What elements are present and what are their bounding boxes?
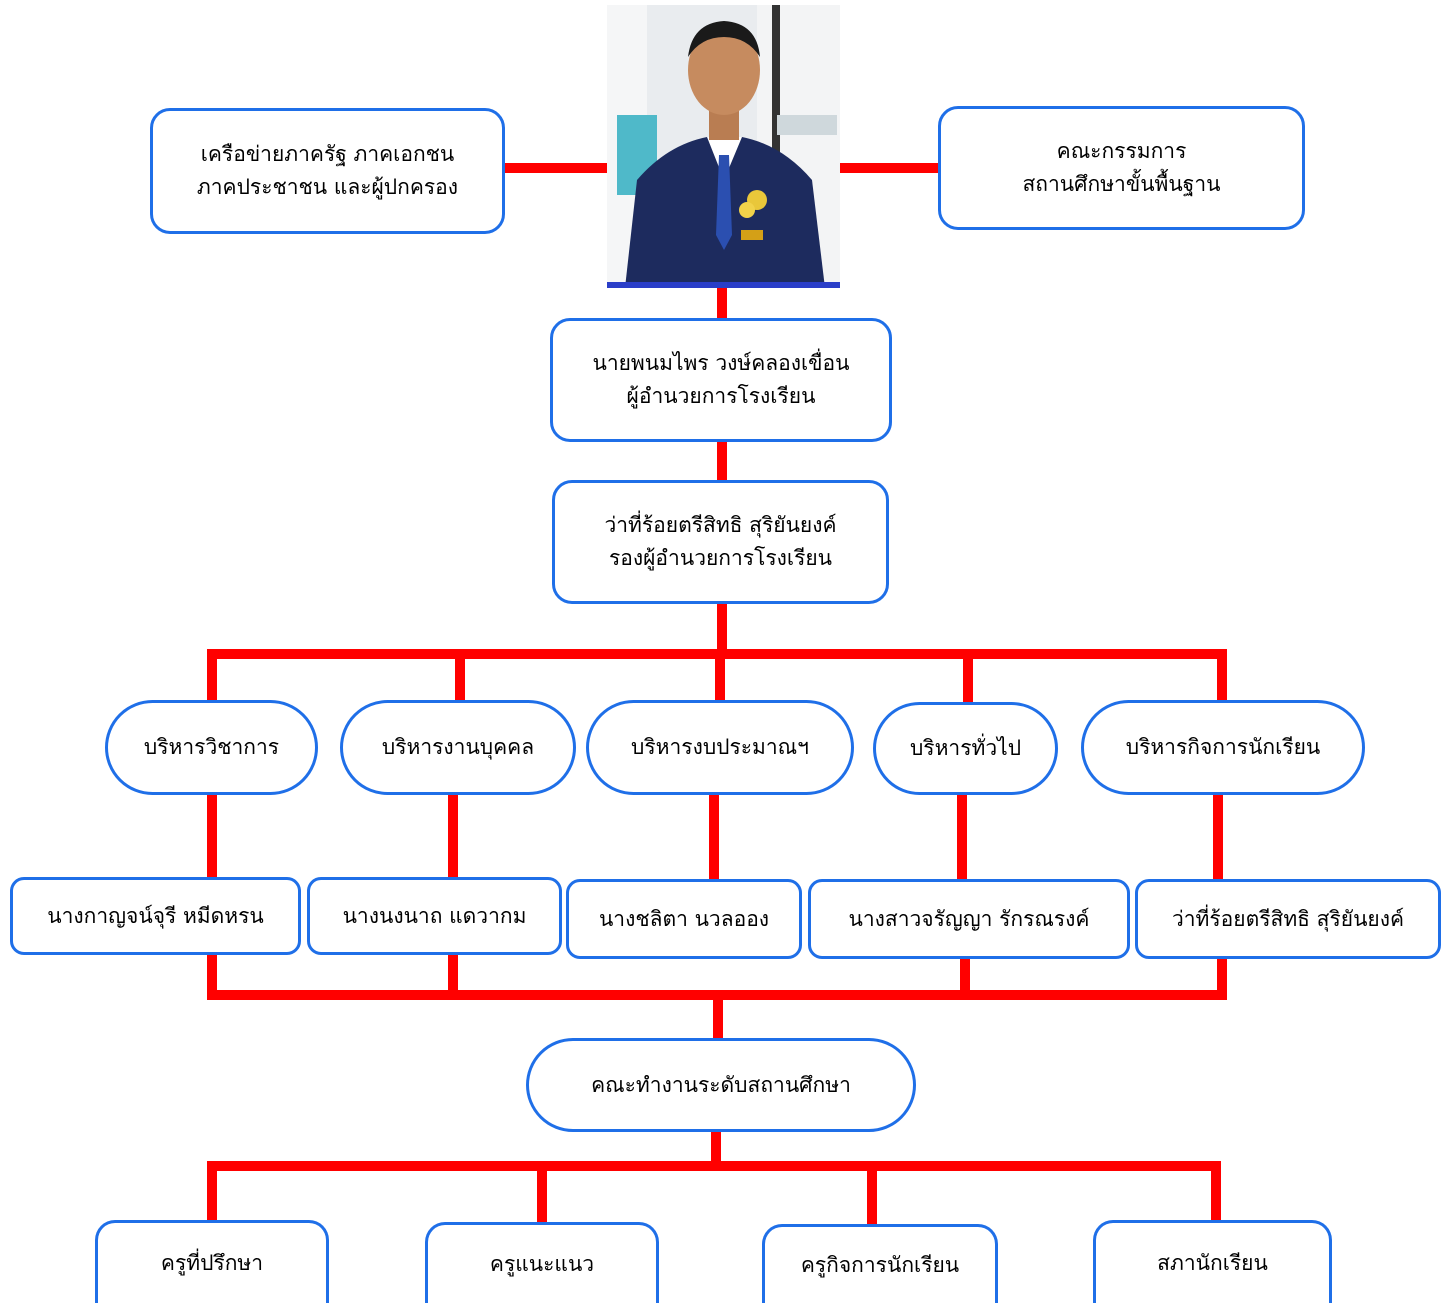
bottom-label: ครูแนะแนว bbox=[489, 1251, 595, 1276]
head-label: นางกาญจน์จุรี หมีดหรน bbox=[47, 903, 264, 928]
head-personnel: นางนงนาถ แดวากม bbox=[307, 877, 562, 955]
head-label: นางชลิตา นวลออง bbox=[598, 906, 770, 931]
department-academic: บริหารวิชาการ bbox=[105, 700, 318, 795]
bottom-guidance-teacher: ครูแนะแนว bbox=[425, 1222, 659, 1303]
department-student-affairs: บริหารกิจการนักเรียน bbox=[1081, 700, 1365, 795]
director-photo bbox=[607, 5, 840, 288]
department-personnel: บริหารงานบุคคล bbox=[340, 700, 576, 795]
bottom-label: ครูที่ปรึกษา bbox=[160, 1250, 264, 1275]
head-budget: นางชลิตา นวลออง bbox=[566, 879, 802, 959]
department-label: บริหารวิชาการ bbox=[143, 735, 280, 760]
bottom-advisor-teacher: ครูที่ปรึกษา bbox=[95, 1220, 329, 1303]
head-academic: นางกาญจน์จุรี หมีดหรน bbox=[10, 877, 301, 955]
head-label: นางสาวจรัญญา รักรณรงค์ bbox=[848, 906, 1090, 931]
committee-line2: สถานศึกษาขั้นพื้นฐาน bbox=[1022, 172, 1221, 196]
bottom-label: สภานักเรียน bbox=[1157, 1250, 1268, 1275]
head-label: ว่าที่ร้อยตรีสิทธิ สุริยันยงค์ bbox=[1171, 906, 1405, 931]
committee-box: คณะกรรมการ สถานศึกษาขั้นพื้นฐาน bbox=[938, 106, 1305, 230]
deputy-name: ว่าที่ร้อยตรีสิทธิ สุริยันยงค์ bbox=[604, 513, 837, 538]
department-label: บริหารกิจการนักเรียน bbox=[1125, 735, 1321, 760]
person-photo-icon bbox=[607, 5, 840, 282]
department-label: บริหารงานบุคคล bbox=[381, 735, 535, 760]
department-label: บริหารทั่วไป bbox=[909, 736, 1022, 761]
network-box: เครือข่ายภาครัฐ ภาคเอกชน ภาคประชาชน และผ… bbox=[150, 108, 505, 234]
network-line1: เครือข่ายภาครัฐ ภาคเอกชน bbox=[200, 142, 455, 167]
heads-bus bbox=[207, 950, 1227, 1000]
director-box: นายพนมไพร วงษ์คลองเขื่อน ผู้อำนวยการโรงเ… bbox=[550, 318, 892, 442]
department-general: บริหารทั่วไป bbox=[873, 702, 1058, 795]
bottom-student-council: สภานักเรียน bbox=[1093, 1220, 1332, 1303]
head-student-affairs: ว่าที่ร้อยตรีสิทธิ สุริยันยงค์ bbox=[1135, 879, 1441, 959]
head-label: นางนงนาถ แดวากม bbox=[342, 903, 527, 928]
working-group-label: คณะทำงานระดับสถานศึกษา bbox=[591, 1072, 851, 1097]
bottom-bus bbox=[207, 1161, 1221, 1227]
head-general: นางสาวจรัญญา รักรณรงค์ bbox=[808, 879, 1130, 959]
committee-line1: คณะกรรมการ bbox=[1056, 139, 1187, 164]
network-line2: ภาคประชาชน และผู้ปกครอง bbox=[196, 175, 459, 199]
department-budget: บริหารงบประมาณฯ bbox=[586, 700, 854, 795]
deputy-box: ว่าที่ร้อยตรีสิทธิ สุริยันยงค์ รองผู้อำน… bbox=[552, 480, 889, 604]
director-name: นายพนมไพร วงษ์คลองเขื่อน bbox=[592, 351, 850, 376]
bottom-student-affairs-teacher: ครูกิจการนักเรียน bbox=[762, 1224, 998, 1303]
bottom-label: ครูกิจการนักเรียน bbox=[800, 1252, 960, 1277]
deputy-title: รองผู้อำนวยการโรงเรียน bbox=[608, 546, 833, 570]
department-label: บริหารงบประมาณฯ bbox=[631, 735, 809, 760]
director-title: ผู้อำนวยการโรงเรียน bbox=[626, 384, 816, 408]
working-group-box: คณะทำงานระดับสถานศึกษา bbox=[526, 1038, 916, 1132]
